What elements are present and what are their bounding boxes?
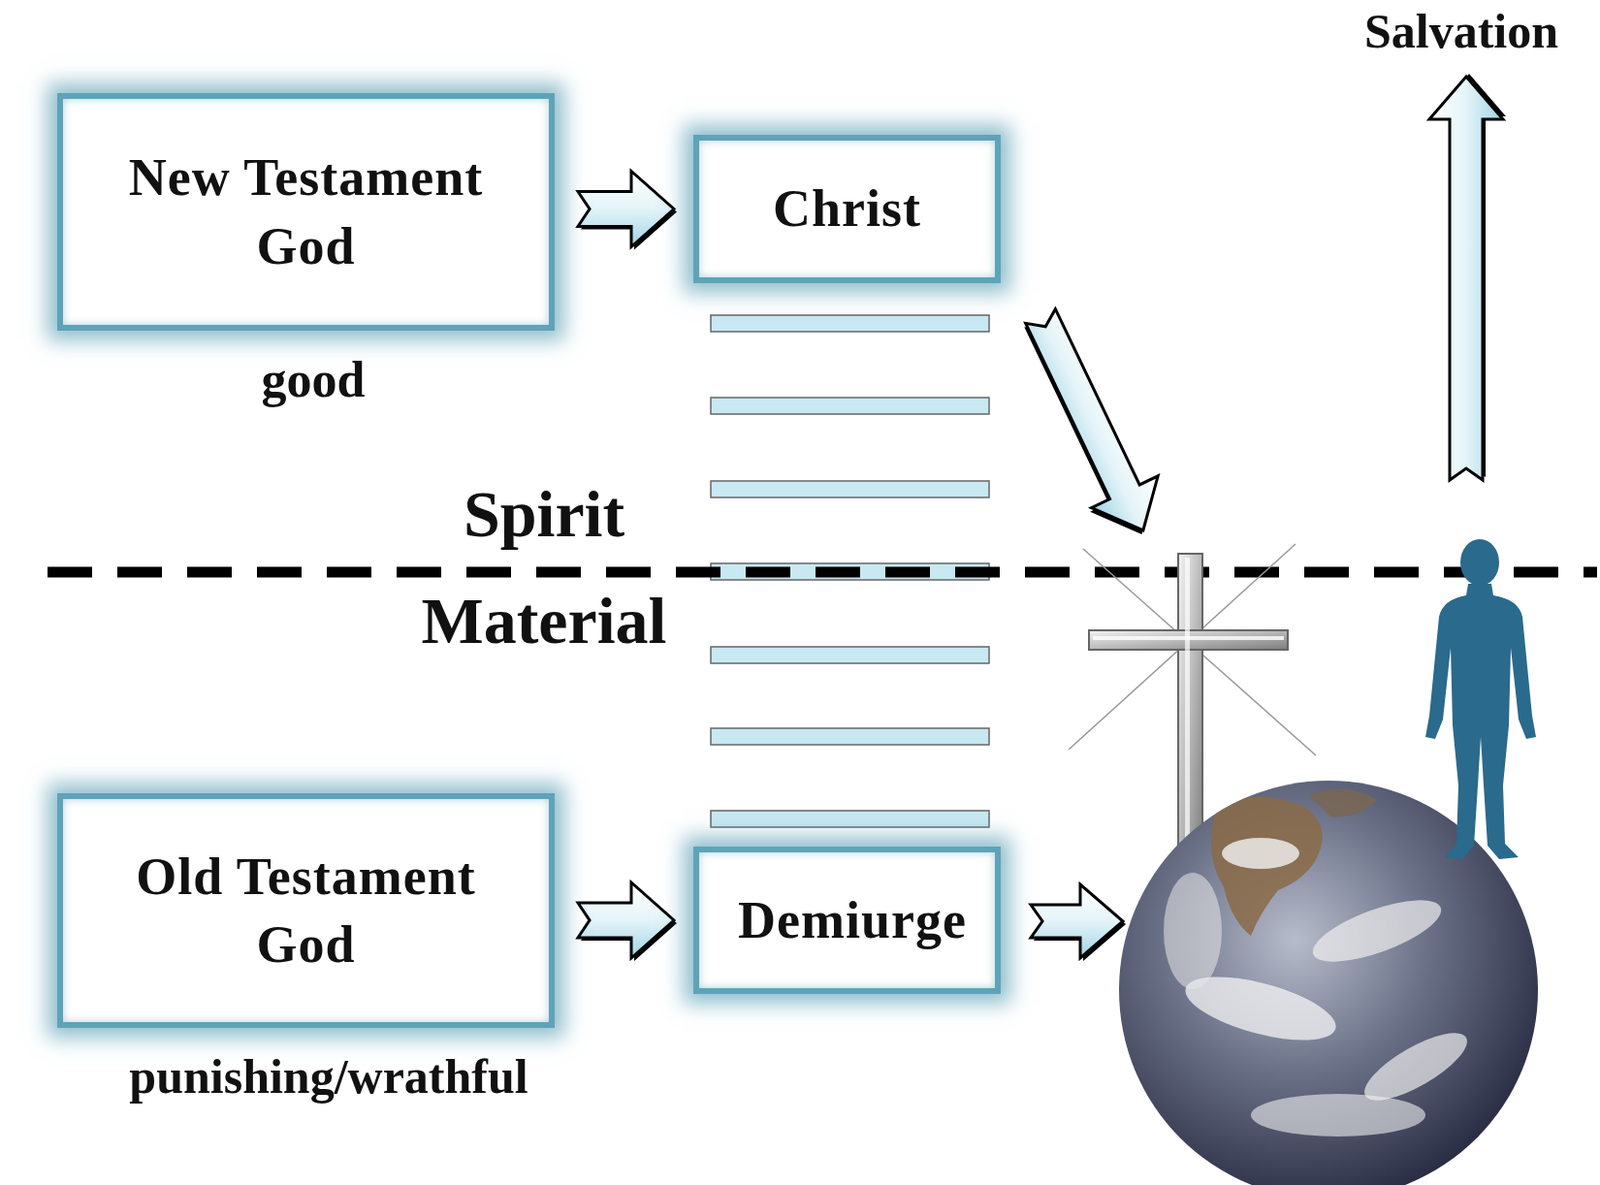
box-text: Demiurge xyxy=(737,886,957,955)
box-text: Old Testament God xyxy=(101,842,511,979)
realm-label: Spirit xyxy=(463,480,625,547)
bar xyxy=(710,480,990,498)
demiurge-box: Demiurge xyxy=(699,852,995,989)
arrow-body xyxy=(1007,300,1177,547)
flow-arrow xyxy=(577,171,677,251)
realm-label: Material xyxy=(421,587,668,654)
cloud xyxy=(1163,872,1222,990)
descent-arrow xyxy=(1004,300,1178,551)
cloud xyxy=(1306,887,1449,974)
earth xyxy=(1119,780,1538,1185)
person xyxy=(1425,539,1536,860)
person-head xyxy=(1460,539,1500,586)
arrow-body xyxy=(1429,76,1504,480)
salvation-arrow xyxy=(1429,73,1506,480)
earth-globe xyxy=(1119,780,1538,1185)
attribute-label: good xyxy=(261,354,366,406)
bar xyxy=(710,646,990,664)
cross-shine xyxy=(1184,557,1190,868)
god-box: New Testament God xyxy=(63,98,549,325)
box-text: Christ xyxy=(772,174,922,243)
earth-surface xyxy=(1163,789,1476,1137)
cloud xyxy=(1250,1093,1426,1137)
attribute-label: punishing/wrathful xyxy=(128,1052,528,1101)
bar xyxy=(710,728,990,745)
landmass xyxy=(1309,789,1377,818)
box-text: New Testament God xyxy=(101,143,511,280)
flow-arrow xyxy=(577,882,677,961)
god-box: Old Testament God xyxy=(63,799,549,1023)
divider-line xyxy=(47,567,1598,578)
arrow-body xyxy=(577,171,674,248)
salvation-label: Salvation xyxy=(1364,6,1559,56)
creation-arrow xyxy=(1030,884,1126,961)
landmass xyxy=(1211,796,1323,936)
person-body xyxy=(1425,583,1536,860)
arrow-body xyxy=(577,882,674,959)
bar xyxy=(710,810,990,828)
bar xyxy=(710,315,990,332)
cloud xyxy=(1221,837,1300,869)
christ-box: Christ xyxy=(699,140,995,278)
bar xyxy=(710,397,990,415)
arrow-body xyxy=(1030,884,1123,959)
